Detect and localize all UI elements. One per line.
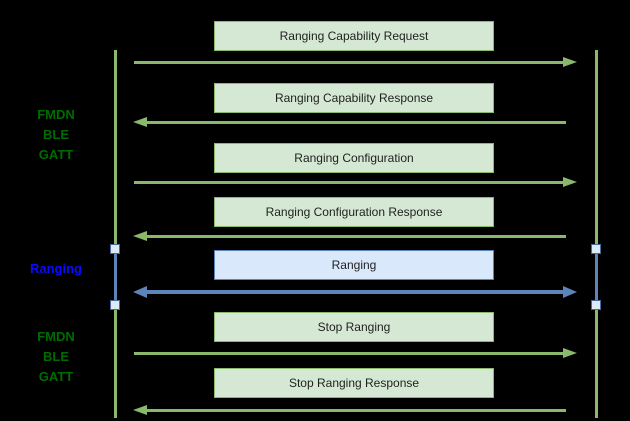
arrowhead-right	[563, 176, 577, 187]
phase-label-fmdn-ble-gatt-bottom: FMDN BLE GATT	[37, 329, 75, 384]
arrow-shaft	[134, 351, 564, 355]
arrow-shaft	[146, 120, 566, 124]
message-label: Ranging Configuration	[294, 151, 414, 165]
message-box: Stop Ranging	[214, 312, 494, 342]
message-label: Ranging Configuration Response	[265, 205, 443, 219]
arrowhead-left	[133, 230, 147, 241]
message-box: Ranging Capability Request	[214, 21, 494, 51]
arrowhead-left	[133, 404, 147, 415]
message-box: Ranging Configuration	[214, 143, 494, 173]
arrow-shaft	[134, 180, 564, 184]
phase-label-fmdn-ble-gatt-top: FMDN BLE GATT	[37, 107, 75, 162]
arrowhead-right	[563, 56, 577, 67]
lifeline-right	[595, 50, 598, 418]
session-endpoint-handle	[591, 300, 601, 310]
ranging-session-segment-right	[595, 249, 598, 302]
message-label: Stop Ranging	[317, 320, 391, 334]
message-box: Ranging	[214, 250, 494, 280]
message-box: Stop Ranging Response	[214, 368, 494, 398]
arrowhead-right	[563, 347, 577, 358]
arrow-shaft	[146, 234, 566, 238]
arrowhead-left	[133, 116, 147, 127]
message-box: Ranging Capability Response	[214, 83, 494, 113]
ranging-session-segment-left	[114, 249, 117, 302]
arrow-shaft	[146, 290, 564, 294]
message-label: Ranging Capability Request	[279, 29, 429, 43]
session-endpoint-handle	[110, 244, 120, 254]
arrow-shaft	[134, 60, 564, 64]
message-box: Ranging Configuration Response	[214, 197, 494, 227]
arrowhead-left	[133, 286, 147, 298]
arrow-shaft	[146, 408, 566, 412]
message-label: Ranging Capability Response	[274, 91, 434, 105]
session-endpoint-handle	[110, 300, 120, 310]
session-endpoint-handle	[591, 244, 601, 254]
phase-label-ranging: Ranging	[30, 261, 82, 276]
message-label: Ranging	[331, 258, 377, 272]
arrowhead-right	[563, 286, 577, 298]
message-label: Stop Ranging Response	[288, 376, 420, 390]
lifeline-left	[114, 50, 117, 418]
